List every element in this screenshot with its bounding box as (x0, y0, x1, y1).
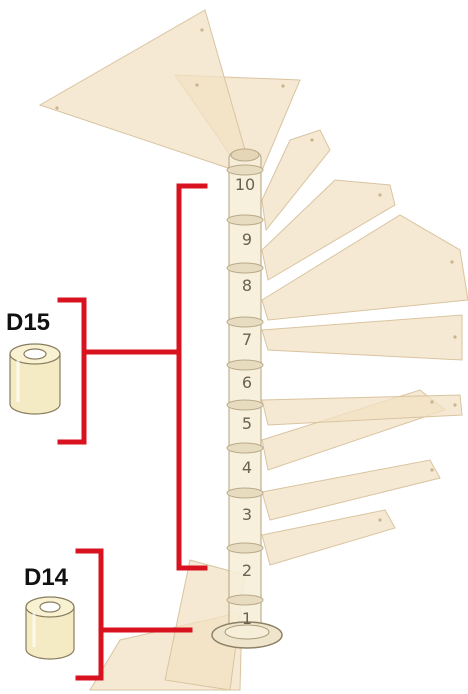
column-ring (226, 594, 264, 606)
tread-bolt (378, 518, 382, 522)
callout-d15: D15 (6, 309, 61, 415)
stair-tread (261, 314, 463, 361)
stair-tread (261, 459, 441, 521)
segment-label-9: 9 (242, 230, 252, 249)
segment-label-6: 6 (242, 373, 252, 392)
tread-bolt (430, 400, 434, 404)
tread-bolt (450, 260, 454, 264)
spacer-cylinder-icon (25, 596, 75, 660)
stair-tread (261, 509, 396, 566)
segment-label-7: 7 (242, 330, 252, 349)
tread-bolt (55, 106, 59, 110)
column-ring (226, 487, 264, 499)
bracket-d15 (57, 297, 87, 445)
column-top-cap (230, 148, 260, 162)
column-base-plate-inner (224, 624, 270, 640)
callout-d15-label: D15 (6, 309, 50, 336)
spacer-cylinder-icon (9, 343, 61, 415)
callout-d14: D14 (24, 564, 75, 660)
column-ring (226, 542, 264, 554)
tread-bolt (453, 403, 457, 407)
segment-label-5: 5 (242, 414, 252, 433)
column-ring (226, 214, 264, 226)
tread-bolt (453, 335, 457, 339)
red-brackets (57, 183, 208, 681)
segment-label-1: 1 (242, 609, 252, 628)
stair-tread (261, 394, 463, 426)
callout-d14-label: D14 (24, 564, 69, 591)
column-ring (226, 262, 264, 274)
column-ring (226, 316, 264, 328)
bracket-d14 (75, 548, 104, 681)
tread-bolt (200, 28, 204, 32)
column-ring (226, 164, 264, 176)
stair-tread (38, 9, 246, 169)
segment-label-4: 4 (242, 458, 252, 477)
stair-tread (261, 214, 468, 321)
tread-bolt (430, 468, 434, 472)
segment-label-8: 8 (242, 276, 252, 295)
tread-bolt (195, 83, 199, 87)
stair-tread (164, 559, 246, 691)
column-ring (226, 442, 264, 454)
central-column (211, 148, 283, 649)
tread-bolt (378, 193, 382, 197)
stair-tread (261, 129, 331, 232)
segment-label-3: 3 (242, 505, 252, 524)
column-ring (226, 359, 264, 371)
segment-label-10: 10 (235, 175, 255, 194)
segment-label-2: 2 (242, 561, 252, 580)
stair-treads (38, 9, 468, 691)
bracket-segments-2-10 (176, 183, 208, 571)
stair-tread (261, 179, 396, 281)
tread-bolt (310, 138, 314, 142)
column-segment-labels: 1 2 3 4 5 6 7 8 9 10 (235, 175, 255, 628)
tread-bolt (281, 84, 285, 88)
column-ring (226, 399, 264, 411)
